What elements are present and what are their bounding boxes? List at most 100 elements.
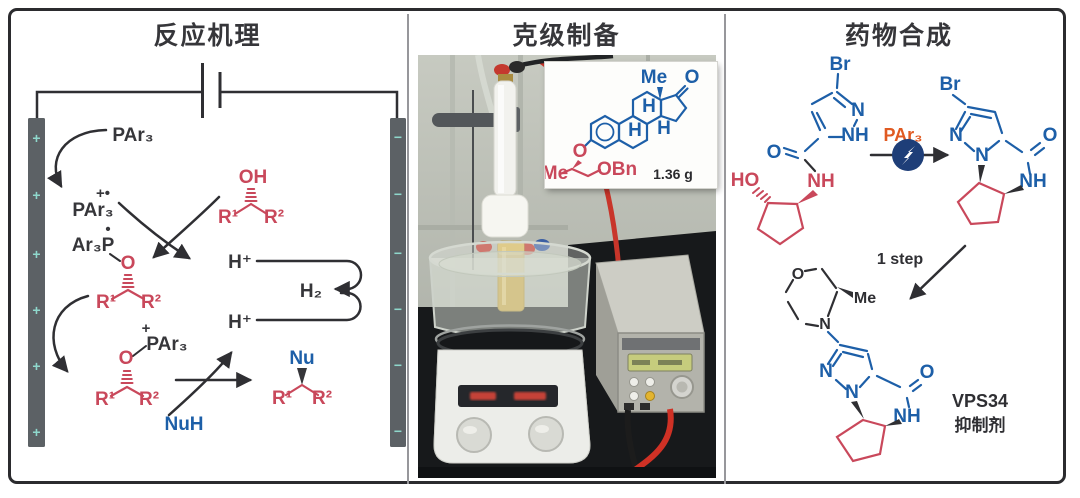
label-amide-nh: NH (807, 171, 834, 192)
cathode-minus-symbol: − (394, 357, 402, 373)
substitution-product: Nu R¹ R² (272, 348, 332, 409)
label-ketone-o: O (685, 67, 700, 88)
label-one-step: 1 step (877, 251, 923, 268)
product-structure-inset: Me O H H H O Me OBn 1.36 g (545, 62, 717, 188)
label-o-red: O (119, 348, 134, 369)
label-stereo-h: H (657, 118, 671, 139)
alkoxyphosphonium-intermediate: + PAr₃ O R¹ R² (95, 320, 188, 410)
label-oh: OH (239, 167, 268, 188)
label-br: Br (939, 74, 961, 95)
label-par3-radical-cation: PAr₃ (72, 200, 113, 221)
label-ho: HO (731, 170, 760, 191)
cathode-minus-symbol: − (394, 186, 402, 202)
label-o: O (920, 362, 935, 383)
stirrer-heat-knob[interactable] (528, 416, 564, 452)
water-bath-dish (428, 240, 592, 339)
label-h-plus-2: H⁺ (228, 312, 252, 333)
label-o: O (1043, 125, 1058, 146)
stereo-wedge-bond (797, 190, 818, 204)
label-r1: R¹ (272, 388, 292, 409)
label-amide-o: O (767, 142, 782, 163)
curved-arrow-oxidation (47, 128, 108, 189)
estrone-skeleton: Me O H H H (589, 67, 700, 150)
gram-scale-panel-title: 克级制备 (512, 22, 621, 50)
proton-to-cathode-line-2 (255, 291, 362, 322)
vps34-inhibitor-structure: O N Me N N O NH (784, 266, 935, 463)
label-nu: Nu (289, 348, 314, 369)
power-supply-button[interactable] (645, 377, 655, 387)
circuit-wires (35, 90, 399, 123)
label-nh: NH (1019, 171, 1046, 192)
anode-plus-symbol: + (32, 246, 40, 262)
anode-plus-symbol: + (32, 187, 40, 203)
anode-plus-symbol: + (32, 130, 40, 146)
label-radical-cation-charge: +• (96, 185, 110, 202)
anode-plus-symbol: + (32, 302, 40, 318)
methyl-wedge-bond (657, 87, 663, 100)
anode-electrode: + + + + + + (28, 118, 45, 447)
label-par3-neutral: PAr₃ (112, 125, 153, 146)
chain-wedge-bond (572, 160, 582, 169)
stereo-wedge-bond (885, 419, 902, 426)
output-jack (624, 403, 634, 410)
label-n: N (819, 361, 833, 382)
curved-arrow-rearrangement (51, 294, 90, 373)
stereo-wedge-bond (1004, 185, 1024, 194)
curved-arrow-substrate (152, 195, 221, 259)
stirrer-speed-knob[interactable] (456, 417, 492, 453)
bench-front-edge (418, 467, 716, 478)
label-br: Br (829, 54, 851, 75)
panel-divider-left (407, 14, 409, 484)
bromopyrazole-amide-reactant: Br N NH O NH HO (731, 54, 869, 246)
magnetic-stirrer (433, 324, 591, 464)
label-nh: NH (841, 125, 868, 146)
label-r1: R¹ (218, 207, 238, 228)
label-ether-o: O (573, 141, 588, 162)
power-supply-button[interactable] (629, 391, 639, 401)
label-radical-dot: • (105, 221, 110, 238)
curved-arrow-nuh (167, 351, 233, 417)
battery-icon (201, 63, 222, 118)
label-r2: R² (264, 207, 284, 228)
label-target-name: VPS34 (952, 391, 1008, 411)
anode-plus-symbol: + (32, 424, 40, 440)
cathode-electrode: − − − − − − (390, 118, 406, 447)
cathode-minus-symbol: − (394, 129, 402, 145)
anode-plus-symbol: + (32, 358, 40, 374)
alcohol-substrate: OH R¹ R² (218, 167, 284, 228)
label-chain-me: Me (545, 163, 568, 184)
label-target-role: 抑制剂 (955, 415, 1006, 435)
steroid-structure: Me O H H H O Me OBn 1.36 g (545, 67, 700, 184)
cyclopentane-ring (956, 181, 1006, 226)
label-product-mass: 1.36 g (653, 166, 693, 182)
panel-divider-right (724, 14, 726, 484)
label-n: N (949, 125, 963, 146)
label-r2: R² (141, 292, 161, 313)
label-nuh: NuH (164, 414, 203, 435)
stereo-wedge-bond (851, 401, 864, 419)
label-n: N (845, 382, 859, 403)
cyclopentane-ring (756, 201, 805, 246)
label-plus-charge: + (142, 320, 151, 337)
label-morpholine-o: O (792, 266, 804, 283)
stereo-wedge-bond (978, 165, 985, 183)
cathode-minus-symbol: − (394, 301, 402, 317)
black-lead-cable (516, 55, 614, 69)
label-h2: H₂ (300, 281, 322, 302)
one-step-arrow (909, 244, 967, 300)
label-me: Me (854, 290, 876, 307)
label-o-red: O (121, 253, 136, 274)
drug-synthesis-panel-title: 药物合成 (844, 22, 953, 50)
label-angular-methyl: Me (641, 67, 667, 88)
proton-to-cathode-line-1 (255, 259, 363, 298)
methyl-wedge-bond (837, 287, 853, 298)
curved-arrow-proton (117, 201, 192, 260)
label-r1: R¹ (96, 292, 116, 313)
cyclopentane-ring (835, 418, 887, 463)
label-n: N (975, 145, 989, 166)
alkoxyphosphorane-intermediate: • Ar₃P O R¹ R² (72, 221, 161, 313)
mechanism-panel-title: 反应机理 (153, 22, 262, 50)
power-supply-button[interactable] (629, 377, 639, 387)
power-supply-yellow-button[interactable] (645, 391, 655, 401)
